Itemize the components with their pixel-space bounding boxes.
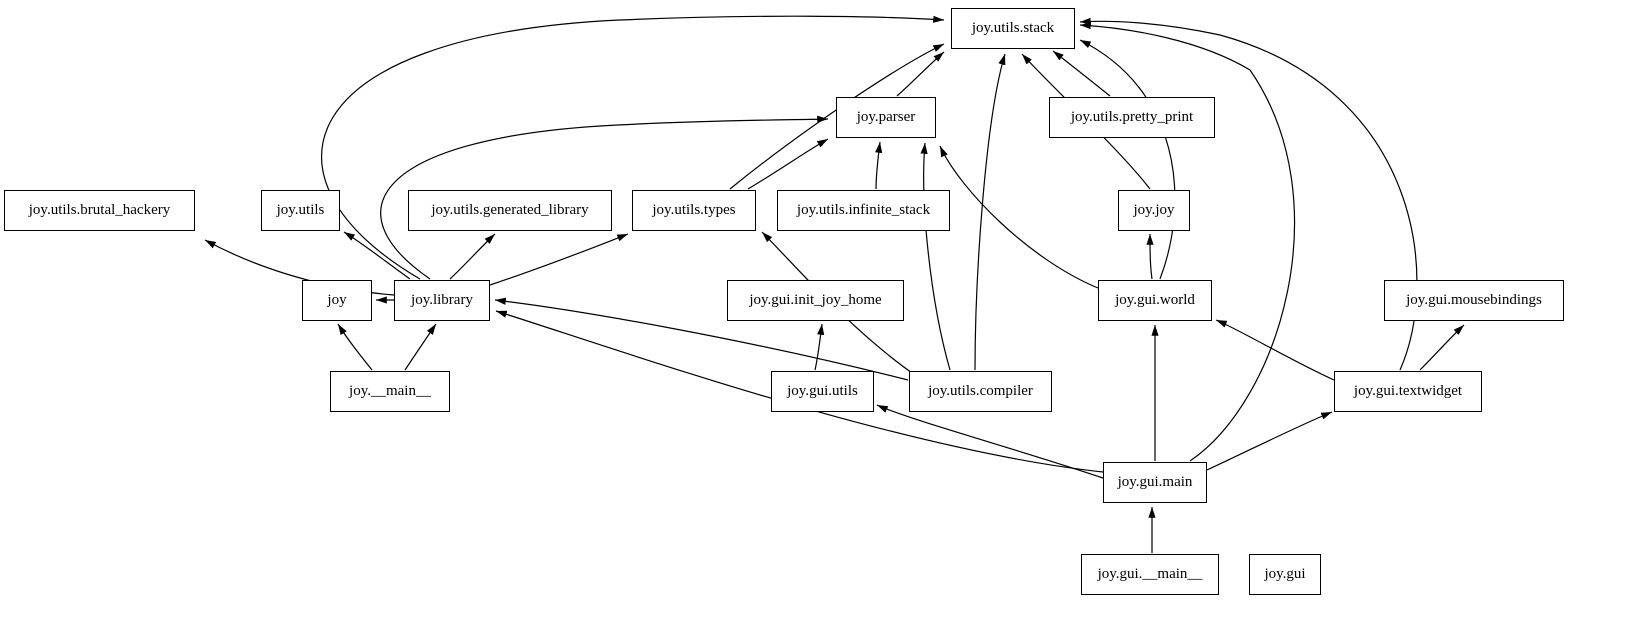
node-label: joy.parser xyxy=(856,109,916,125)
graph-node-joy-utils-generated-library[interactable]: joy.utils.generated_library xyxy=(408,190,612,231)
node-label: joy.utils.compiler xyxy=(928,383,1033,399)
node-label: joy.gui.mousebindings xyxy=(1406,292,1542,308)
graph-node-joy-gui[interactable]: joy.gui xyxy=(1249,554,1321,595)
graph-node-joy-main-module[interactable]: joy.__main__ xyxy=(330,371,450,412)
graph-node-joy-parser[interactable]: joy.parser xyxy=(836,97,936,138)
graph-node-joy-gui-world[interactable]: joy.gui.world xyxy=(1098,280,1212,321)
graph-node-joy-utils-compiler[interactable]: joy.utils.compiler xyxy=(909,371,1052,412)
node-label: joy.gui.__main__ xyxy=(1097,566,1203,582)
node-label: joy.gui.world xyxy=(1115,292,1195,308)
graph-node-joy-utils-pretty-print[interactable]: joy.utils.pretty_print xyxy=(1049,97,1215,138)
graph-node-joy[interactable]: joy xyxy=(302,280,372,321)
node-label: joy.gui.main xyxy=(1117,474,1193,490)
graph-node-joy-gui-textwidget[interactable]: joy.gui.textwidget xyxy=(1334,371,1482,412)
node-label: joy.utils xyxy=(276,202,325,218)
node-label: joy.__main__ xyxy=(349,383,431,399)
graph-node-joy-gui-main-module[interactable]: joy.gui.__main__ xyxy=(1081,554,1219,595)
node-label: joy.gui.init_joy_home xyxy=(749,292,882,308)
node-label: joy.library xyxy=(411,292,473,308)
node-label: joy.utils.types xyxy=(652,202,736,218)
graph-node-joy-joy[interactable]: joy.joy xyxy=(1118,190,1190,231)
node-label: joy.gui.textwidget xyxy=(1353,383,1463,399)
graph-node-joy-gui-utils[interactable]: joy.gui.utils xyxy=(771,371,874,412)
graph-node-joy-gui-mousebindings[interactable]: joy.gui.mousebindings xyxy=(1384,280,1564,321)
graph-node-joy-utils-infinite-stack[interactable]: joy.utils.infinite_stack xyxy=(777,190,950,231)
node-label: joy.utils.infinite_stack xyxy=(796,202,931,218)
graph-node-joy-utils-brutal-hackery[interactable]: joy.utils.brutal_hackery xyxy=(4,190,195,231)
graph-node-joy-utils-stack[interactable]: joy.utils.stack xyxy=(951,8,1075,49)
graph-node-joy-gui-main[interactable]: joy.gui.main xyxy=(1103,462,1207,503)
node-label: joy.joy xyxy=(1133,202,1175,218)
graph-node-joy-gui-init-joy-home[interactable]: joy.gui.init_joy_home xyxy=(727,280,904,321)
node-label: joy.utils.pretty_print xyxy=(1070,109,1194,125)
node-label: joy.utils.generated_library xyxy=(431,202,589,218)
node-label: joy.gui xyxy=(1264,566,1306,582)
node-label: joy.gui.utils xyxy=(787,383,858,399)
node-label: joy.utils.brutal_hackery xyxy=(28,202,171,218)
graph-node-joy-utils[interactable]: joy.utils xyxy=(261,190,340,231)
graph-node-joy-utils-types[interactable]: joy.utils.types xyxy=(632,190,756,231)
node-label: joy xyxy=(327,292,347,308)
node-label: joy.utils.stack xyxy=(971,20,1055,36)
graph-node-joy-library[interactable]: joy.library xyxy=(394,280,490,321)
